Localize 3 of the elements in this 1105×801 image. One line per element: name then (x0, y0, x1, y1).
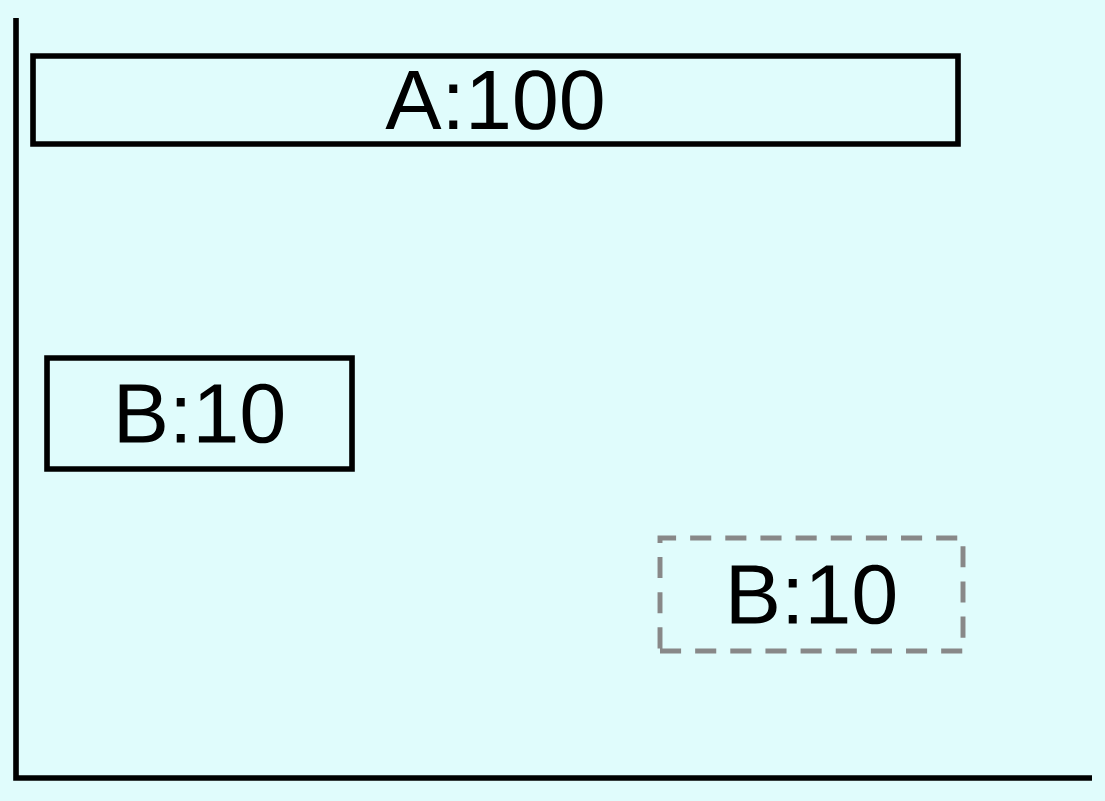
box: B:10 (44, 355, 355, 472)
box: A:100 (30, 53, 961, 147)
dashed-box: B:10 (657, 535, 966, 654)
